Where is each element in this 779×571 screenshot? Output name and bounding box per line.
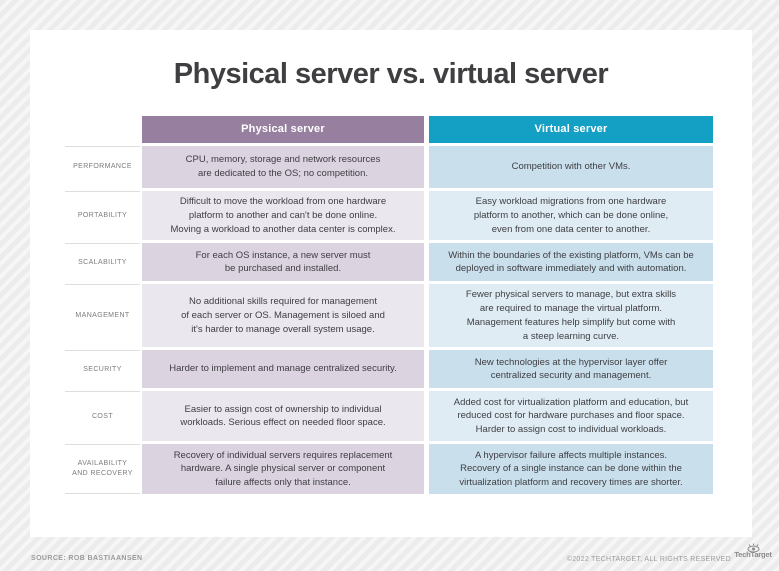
row-label: MANAGEMENT xyxy=(65,284,140,348)
cell-virtual: Competition with other VMs. xyxy=(429,146,713,188)
table-body: PERFORMANCE CPU, memory, storage and net… xyxy=(65,146,713,495)
row-label: COST xyxy=(65,391,140,442)
row-label: SCALABILITY xyxy=(65,243,140,282)
row-label: AVAILABILITY AND RECOVERY xyxy=(65,444,140,495)
table-row-management: MANAGEMENT No additional skills required… xyxy=(65,284,713,348)
cell-virtual: Within the boundaries of the existing pl… xyxy=(429,243,713,282)
cell-virtual: Fewer physical servers to manage, but ex… xyxy=(429,284,713,348)
cell-physical: Recovery of individual servers requires … xyxy=(142,444,424,495)
row-label: PORTABILITY xyxy=(65,191,140,241)
table-row-scalability: SCALABILITY For each OS instance, a new … xyxy=(65,243,713,282)
table-header-row: Physical server Virtual server xyxy=(65,116,713,143)
cell-physical: CPU, memory, storage and network resourc… xyxy=(142,146,424,188)
cell-physical: Easier to assign cost of ownership to in… xyxy=(142,391,424,442)
column-header-virtual: Virtual server xyxy=(429,116,713,143)
table-row-performance: PERFORMANCE CPU, memory, storage and net… xyxy=(65,146,713,188)
column-header-physical: Physical server xyxy=(142,116,424,143)
cell-physical: For each OS instance, a new server must … xyxy=(142,243,424,282)
table-row-portability: PORTABILITY Difficult to move the worklo… xyxy=(65,191,713,241)
table-row-cost: COST Easier to assign cost of ownership … xyxy=(65,391,713,442)
cell-physical: Difficult to move the workload from one … xyxy=(142,191,424,241)
header-spacer xyxy=(65,116,140,143)
table-row-security: SECURITY Harder to implement and manage … xyxy=(65,350,713,389)
cell-physical: No additional skills required for manage… xyxy=(142,284,424,348)
copyright-text: ©2022 TECHTARGET, ALL RIGHTS RESERVED xyxy=(566,556,731,563)
cell-physical: Harder to implement and manage centraliz… xyxy=(142,350,424,389)
row-label: SECURITY xyxy=(65,350,140,389)
techtarget-wordmark: TechTarget xyxy=(734,550,772,559)
infographic-card: Physical server vs. virtual server Physi… xyxy=(30,30,752,537)
comparison-table: Physical server Virtual server PERFORMAN… xyxy=(65,116,713,495)
row-label: PERFORMANCE xyxy=(65,146,140,188)
cell-virtual: Easy workload migrations from one hardwa… xyxy=(429,191,713,241)
techtarget-eye-icon xyxy=(746,540,761,553)
table-row-availability-and-recovery: AVAILABILITY AND RECOVERY Recovery of in… xyxy=(65,444,713,495)
page-title: Physical server vs. virtual server xyxy=(173,58,609,90)
techtarget-logo: TechTarget xyxy=(734,540,772,559)
cell-virtual: A hypervisor failure affects multiple in… xyxy=(429,444,713,495)
cell-virtual: New technologies at the hypervisor layer… xyxy=(429,350,713,389)
cell-virtual: Added cost for virtualization platform a… xyxy=(429,391,713,442)
source-credit: SOURCE: ROB BASTIAANSEN xyxy=(31,555,143,562)
